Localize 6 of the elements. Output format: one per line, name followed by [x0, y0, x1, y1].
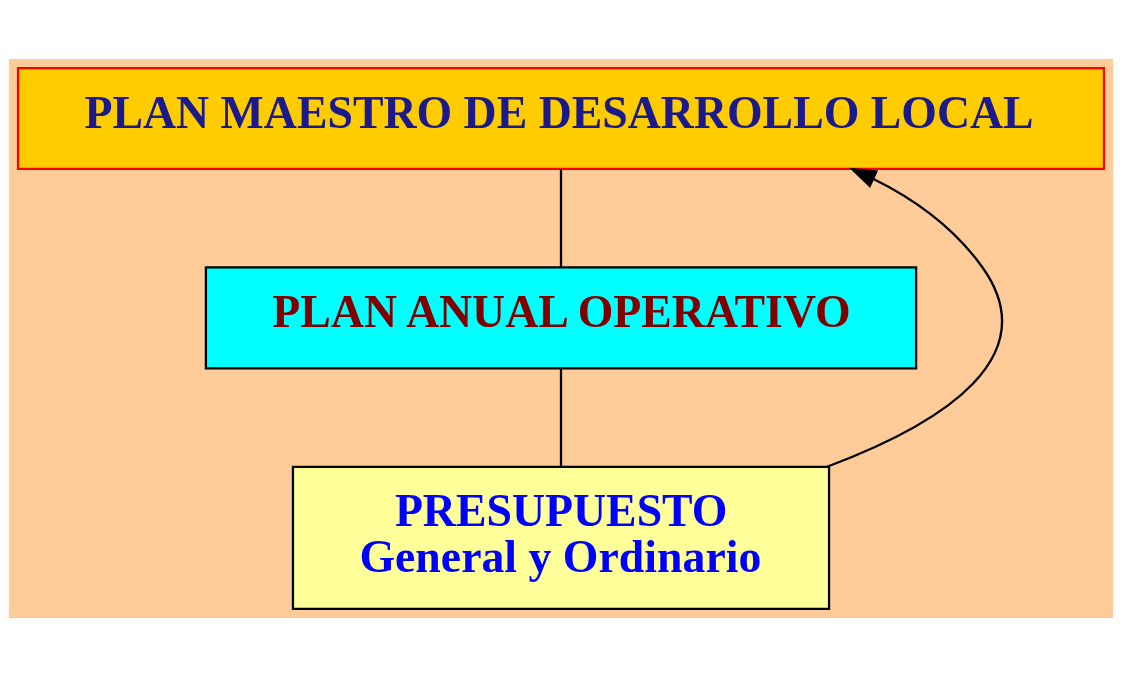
- arrow: [826, 167, 1003, 468]
- node-box: PLAN MAESTRO DE DESARROLLO LOCAL: [16, 67, 1106, 171]
- node-box: PRESUPUESTO General y Ordinario: [291, 465, 831, 610]
- node-box: PLAN ANUAL OPERATIVO: [204, 266, 918, 370]
- connector: [559, 369, 563, 467]
- connector: [559, 169, 563, 268]
